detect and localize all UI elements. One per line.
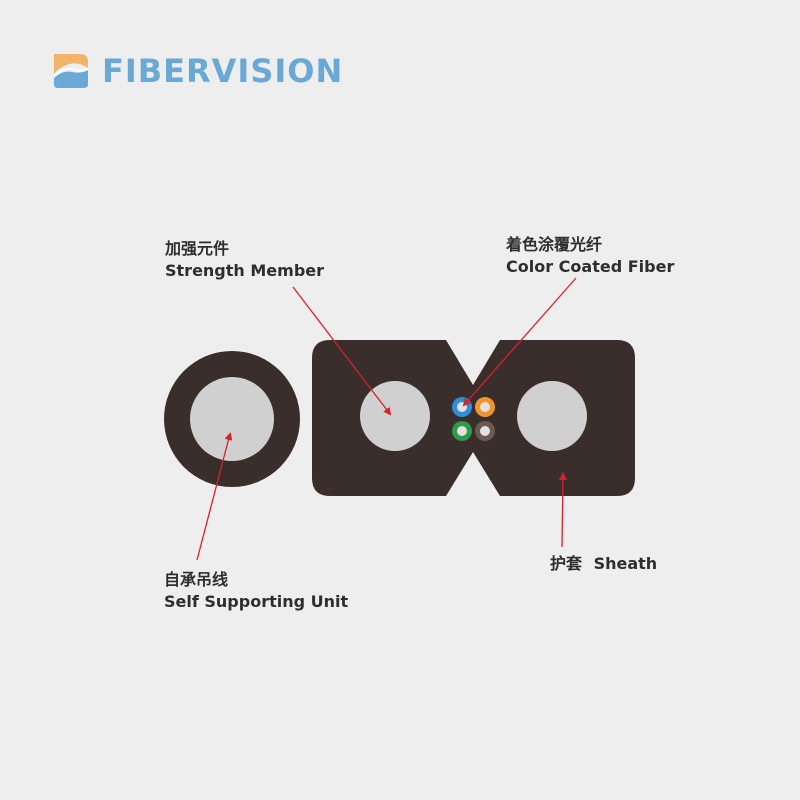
strength-member-left (360, 381, 430, 451)
fibervision-logo-icon (53, 54, 89, 88)
label-sheath: 护套 Sheath (550, 553, 657, 575)
brand-logo: FIBERVISION (50, 50, 343, 92)
label-color-coated-fiber-zh: 着色涂覆光纤 (506, 235, 603, 254)
label-sheath-zh: 护套 (550, 554, 583, 573)
label-sheath-en: Sheath (593, 554, 658, 573)
label-color-coated-fiber: 着色涂覆光纤 Color Coated Fiber (506, 234, 674, 278)
arrow-sheath (558, 472, 567, 548)
label-color-coated-fiber-en: Color Coated Fiber (506, 257, 675, 276)
brand-name: FIBERVISION (102, 52, 344, 90)
label-self-supporting-unit-en: Self Supporting Unit (164, 592, 349, 611)
messenger-wire-core (190, 377, 274, 461)
label-self-supporting-unit-zh: 自承吊线 (164, 570, 229, 589)
strength-member-right (517, 381, 587, 451)
label-strength-member-zh: 加强元件 (165, 239, 230, 258)
arrow-color-coated-fiber (462, 277, 577, 407)
label-self-supporting-unit: 自承吊线 Self Supporting Unit (164, 569, 348, 613)
arrow-strength-member (292, 286, 392, 416)
cable-sheath-body (312, 340, 635, 496)
arrow-self-supporting-unit (196, 432, 233, 561)
label-strength-member-en: Strength Member (165, 261, 325, 280)
label-strength-member: 加强元件 Strength Member (165, 238, 324, 282)
